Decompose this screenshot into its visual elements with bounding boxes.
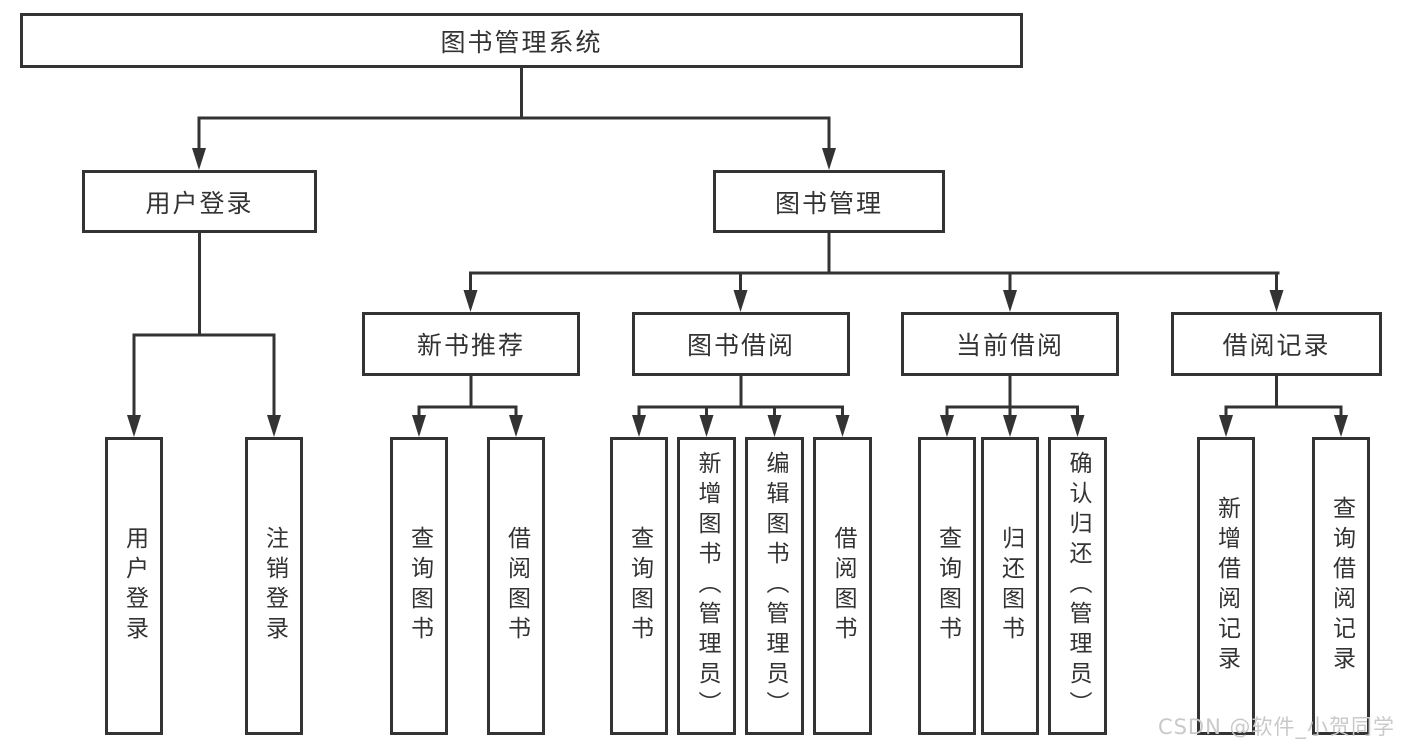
node-library-management-system: 图书管理系统 [20,13,1023,68]
leaf-recommend-borrow-books: 借阅图书 [487,437,545,735]
leaf-borrow-add-books-admin: 新增图书（管理员） [677,437,736,735]
leaf-records-query-record: 查询借阅记录 [1312,437,1370,735]
connector-book-management-to-level3 [463,233,1284,312]
node-label: 图书管理系统 [440,27,603,57]
node-label: 借阅记录 [1222,331,1331,360]
node-label: 查询借阅记录 [1328,496,1355,676]
connector-user-login-to-leaves [127,233,281,437]
node-label: 图书管理 [774,188,883,218]
node-label: 新增借阅记录 [1213,496,1240,676]
leaf-recommend-query-books: 查询图书 [390,437,448,735]
leaf-logout: 注销登录 [245,437,303,735]
leaf-current-query-books: 查询图书 [918,437,976,735]
node-label: 新书推荐 [416,331,525,360]
node-book-borrow: 图书借阅 [632,312,850,376]
connector-book-borrow-to-leaves [632,376,850,437]
connector-root-to-level2 [192,68,836,170]
leaf-user-login: 用户登录 [105,437,163,735]
node-label: 用户登录 [121,526,148,646]
csdn-watermark: CSDN @软件_小贺同学 [1157,715,1395,739]
leaf-current-confirm-return-admin: 确认归还（管理员） [1048,437,1107,735]
leaf-current-return-books: 归还图书 [981,437,1039,735]
node-new-book-recommend: 新书推荐 [362,312,580,376]
leaf-borrow-query-books: 查询图书 [610,437,668,735]
connector-borrow-records-to-leaves [1219,376,1348,437]
connector-new-book-recommend-to-leaves [412,376,523,437]
node-book-management: 图书管理 [713,170,945,233]
node-label: 新增图书（管理员） [694,451,720,721]
connector-current-borrow-to-leaves [940,376,1085,437]
node-label: 编辑图书（管理员） [762,451,788,721]
leaf-borrow-edit-books-admin: 编辑图书（管理员） [745,437,804,735]
node-borrow-records: 借阅记录 [1171,312,1382,376]
node-user-login: 用户登录 [82,170,317,233]
node-label: 查询图书 [626,526,653,646]
node-label: 图书借阅 [686,331,795,360]
node-label: 注销登录 [261,526,288,646]
node-label: 借阅图书 [830,526,856,646]
node-label: 当前借阅 [955,331,1064,360]
node-label: 查询图书 [934,526,961,646]
node-label: 查询图书 [406,526,433,646]
leaf-records-add-record: 新增借阅记录 [1197,437,1255,735]
node-current-borrow: 当前借阅 [901,312,1119,376]
node-label: 归还图书 [997,526,1024,646]
leaf-borrow-borrow-books: 借阅图书 [813,437,872,735]
node-label: 确认归还（管理员） [1065,451,1091,721]
node-label: 借阅图书 [503,526,530,646]
node-label: 用户登录 [145,188,254,218]
